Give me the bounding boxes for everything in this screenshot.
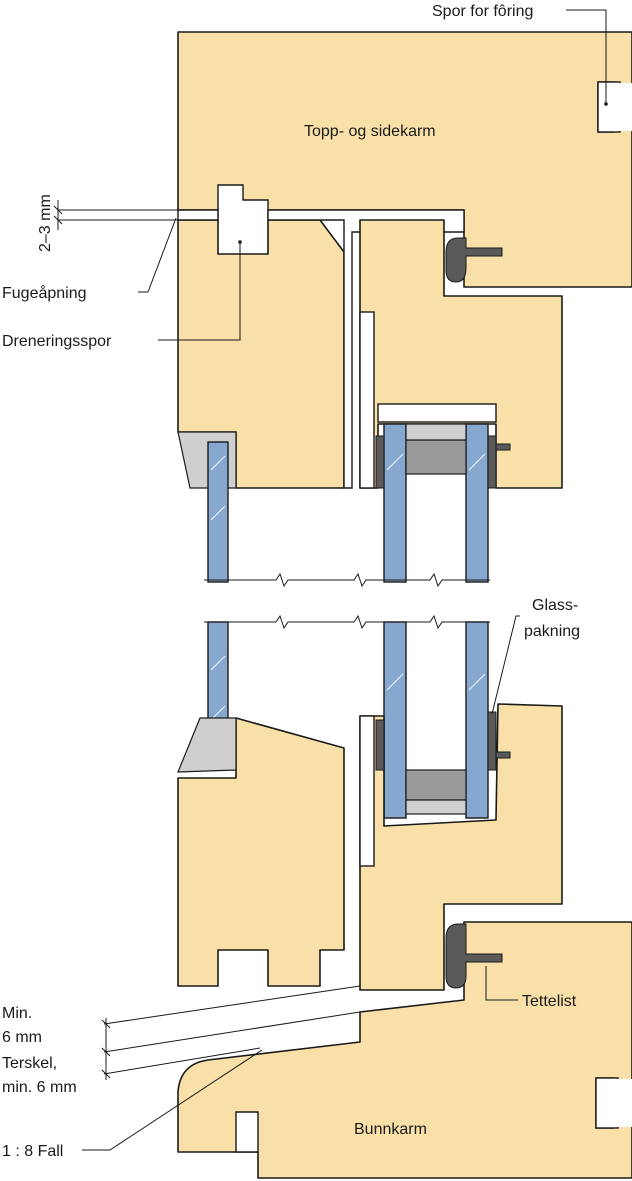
label-glasspakning-2: pakning — [524, 623, 580, 640]
drainage-groove-top — [217, 184, 269, 220]
inner-sash-strip-top — [359, 311, 375, 489]
label-dreneringsspor: Dreneringsspor — [2, 333, 112, 350]
glass-gasket-top-left — [375, 435, 385, 489]
glass-gasket-top-right — [487, 435, 497, 489]
label-tettelist: Tettelist — [522, 993, 577, 1010]
outer-sash-bevel-bottom — [177, 717, 237, 773]
leader-fall — [82, 1049, 263, 1151]
weather-strip-bottom — [445, 923, 503, 989]
igu-pane-inner-bottom — [465, 621, 489, 819]
label-terskel-1: Terskel, — [2, 1055, 57, 1072]
break-line-top — [204, 572, 490, 588]
label-min6-2: 6 mm — [2, 1029, 42, 1046]
inner-sash-bottom — [359, 703, 563, 991]
igu-pane-outer-top — [383, 423, 407, 583]
igu-spacer-top — [405, 439, 467, 475]
label-spor-for-foring: Spor for fôring — [432, 3, 533, 20]
weather-strip-top — [445, 237, 503, 283]
label-bunnkarm: Bunnkarm — [354, 1121, 427, 1138]
igu-pane-outer-bottom — [383, 621, 407, 819]
label-gap: 2–3 mm — [37, 194, 54, 252]
glass-gasket-bottom-left — [375, 719, 385, 771]
outer-glass-top — [207, 441, 229, 583]
leader-fugeapning — [147, 217, 177, 293]
label-min6-1: Min. — [2, 1005, 32, 1022]
label-fugeapning: Fugeåpning — [2, 284, 87, 302]
leader-glasspakning — [491, 615, 520, 715]
inner-sash-strip-bottom — [359, 715, 375, 867]
leader-tettelist — [485, 966, 518, 1001]
label-topp-og-sidekarm: Topp- og sidekarm — [304, 123, 436, 140]
leader-dreneringsspor — [158, 242, 241, 341]
glass-gasket-bottom-right — [487, 711, 497, 771]
leader-spor — [566, 9, 607, 104]
break-line-bottom — [204, 614, 490, 630]
joint-gap-channel — [177, 209, 219, 221]
igu-pane-inner-top — [465, 423, 489, 583]
outer-sash-bottom — [177, 717, 345, 987]
igu-spacer-bottom — [405, 769, 467, 801]
label-terskel-2: min. 6 mm — [2, 1079, 77, 1096]
label-glasspakning-1: Glass- — [532, 597, 578, 614]
label-fall: 1 : 8 Fall — [2, 1143, 63, 1160]
